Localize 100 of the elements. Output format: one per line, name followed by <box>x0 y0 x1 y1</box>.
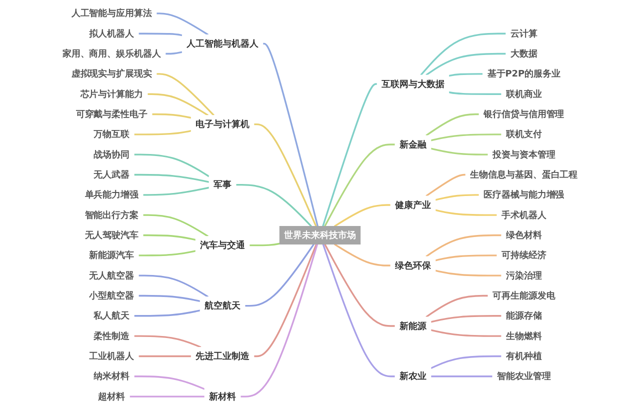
connector <box>322 244 396 378</box>
connector <box>420 32 506 76</box>
connector <box>240 244 318 398</box>
node-text: 无人驾驶汽车 <box>84 230 139 240</box>
node-text: 新农业 <box>400 370 426 382</box>
node-text: 生物燃料 <box>506 330 542 342</box>
connector <box>426 52 506 76</box>
connector <box>147 93 209 116</box>
node-text: 绿色环保 <box>395 260 431 271</box>
node-text: 拟人机器人 <box>89 28 134 39</box>
connector <box>448 91 502 95</box>
node-text: 航空航天 <box>204 300 240 311</box>
node-text: 小型航空器 <box>89 290 134 301</box>
connector <box>156 12 209 36</box>
connector <box>130 396 205 398</box>
node-text: 新能源汽车 <box>89 250 134 260</box>
node-text: 银行信贷与信用管理 <box>484 108 564 120</box>
node-text: 健康产业 <box>395 199 431 210</box>
connector <box>324 144 396 227</box>
node-text: 云计算 <box>510 28 538 39</box>
node-text: 先进工业制造 <box>196 350 250 362</box>
node-text: 生物信息与基因、蛋白工程 <box>470 169 578 180</box>
connector <box>426 174 466 197</box>
connector <box>334 244 391 266</box>
connector <box>134 130 192 136</box>
connector <box>152 113 192 119</box>
node-text: 污染治理 <box>506 270 542 281</box>
node-text: 新金融 <box>400 138 426 150</box>
node-text: 联机支付 <box>506 128 542 140</box>
node-text: 单兵能力增强 <box>84 189 139 200</box>
node-text: 基于P2P的服务业 <box>487 68 560 79</box>
connector <box>254 244 318 358</box>
node-text: 无人航空器 <box>89 270 134 281</box>
node-text: 无人武器 <box>94 169 130 180</box>
connector <box>134 376 205 390</box>
connector <box>334 204 391 227</box>
node-text: 互联网与大数据 <box>382 78 444 90</box>
connector <box>430 355 502 369</box>
connector <box>435 194 480 201</box>
connector <box>134 154 210 178</box>
node-text: 家用、商用、娱乐机器人 <box>62 48 161 59</box>
connector <box>143 186 210 196</box>
node-text: 芯片与计算能力 <box>80 88 144 100</box>
connector <box>134 174 210 183</box>
connector <box>426 234 502 258</box>
node-text: 人工智能与应用算法 <box>71 8 152 18</box>
connector <box>138 274 209 298</box>
node-box: 世界未来科技市场 <box>279 226 361 244</box>
node-text: 纳米材料 <box>94 370 130 382</box>
connector <box>249 242 280 246</box>
node-text: 智能出行方案 <box>84 209 139 220</box>
connector <box>156 73 214 116</box>
connector <box>448 73 483 77</box>
connector <box>138 32 182 36</box>
connector <box>435 254 497 262</box>
node-text: 联机商业 <box>506 88 542 100</box>
connector <box>165 51 182 55</box>
node-text: 汽车与交通 <box>200 240 245 250</box>
node-text: 新材料 <box>209 390 236 402</box>
connector <box>254 124 317 227</box>
node-text: 私人航天 <box>94 310 130 321</box>
node-text: 工业机器人 <box>89 350 134 362</box>
node-text: 医疗器械与能力增强 <box>484 189 564 200</box>
node-text: 人工智能与机器人 <box>186 38 258 49</box>
connector <box>426 113 480 136</box>
connector <box>430 376 493 378</box>
connector <box>435 270 502 276</box>
node-text: 电子与计算机 <box>196 118 250 130</box>
connector <box>430 315 502 323</box>
connector <box>430 134 502 142</box>
connector <box>138 294 200 302</box>
connector <box>430 329 502 337</box>
connector <box>426 294 488 318</box>
node-text: 绿色材料 <box>506 230 542 240</box>
connector <box>430 148 488 156</box>
node-text: 虚拟现实与扩展现实 <box>71 68 152 79</box>
connector <box>244 244 314 307</box>
node-text: 战场协同 <box>94 148 130 160</box>
connector <box>143 214 209 238</box>
connector <box>134 310 200 317</box>
node-text: 手术机器人 <box>501 209 546 220</box>
node-text: 投资与资本管理 <box>492 148 556 160</box>
connector <box>138 355 192 358</box>
node-text: 有机种植 <box>506 350 542 362</box>
node-text: 万物互联 <box>94 128 130 140</box>
node-text: 新能源 <box>400 320 426 332</box>
node-text: 能源存储 <box>506 310 542 321</box>
node-text: 军事 <box>214 179 232 190</box>
connector <box>134 335 202 348</box>
connector <box>262 42 319 226</box>
node-text: 可持续经济 <box>501 250 546 260</box>
connector <box>322 83 378 227</box>
node-text: 可再生能源发电 <box>492 290 556 301</box>
connector <box>143 234 196 241</box>
node-text: 智能农业管理 <box>496 370 551 382</box>
node-text: 超材料 <box>98 390 126 402</box>
connector <box>435 209 497 216</box>
node-text: 可穿戴与柔性电子 <box>76 108 148 120</box>
connector <box>138 250 196 256</box>
connector <box>324 244 396 327</box>
